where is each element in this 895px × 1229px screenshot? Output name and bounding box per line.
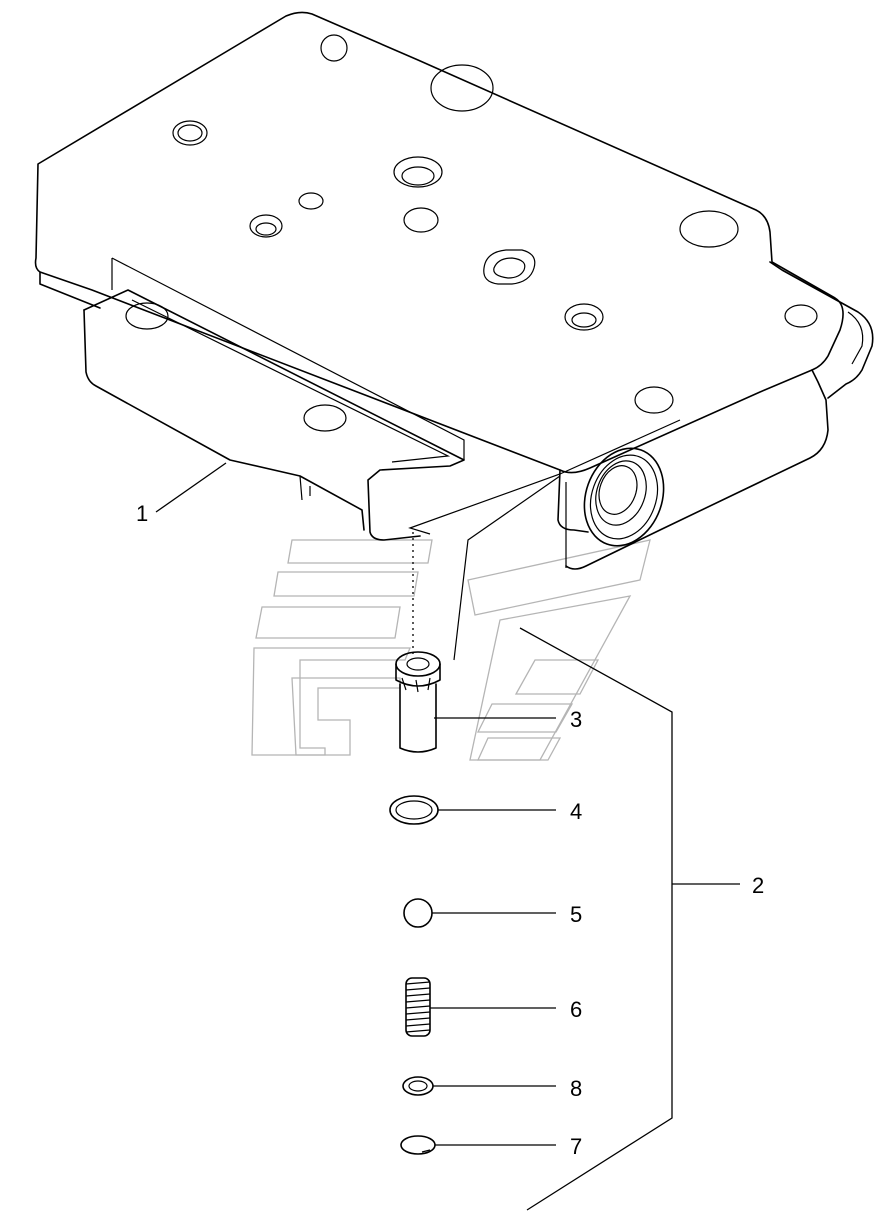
spring bbox=[405, 977, 431, 1037]
o-ring bbox=[389, 795, 439, 825]
callout-7: 7 bbox=[570, 1134, 582, 1159]
callout-5: 5 bbox=[570, 902, 582, 927]
callout-6: 6 bbox=[570, 997, 582, 1022]
valve-sleeve bbox=[395, 651, 441, 753]
callout-4: 4 bbox=[570, 799, 582, 824]
valve-body-housing bbox=[34, 11, 874, 570]
callout-8: 8 bbox=[570, 1076, 582, 1101]
callout-1: 1 bbox=[136, 501, 148, 526]
check-ball bbox=[403, 898, 433, 928]
leader-lines bbox=[155, 462, 740, 1211]
watermark-logo bbox=[251, 539, 651, 761]
retaining-ring bbox=[400, 1135, 436, 1155]
callout-2: 2 bbox=[752, 873, 764, 898]
callout-3: 3 bbox=[570, 707, 582, 732]
washer bbox=[402, 1076, 434, 1096]
